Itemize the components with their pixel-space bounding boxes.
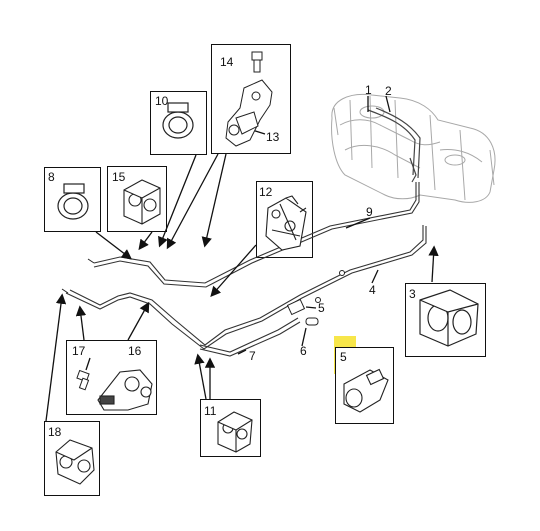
connector-icon — [61, 258, 345, 326]
bracket-icon — [97, 369, 153, 411]
clip-icon — [55, 439, 95, 485]
connector-icon — [343, 368, 389, 413]
bracket-icon — [225, 79, 273, 147]
callout-14: 14 — [220, 55, 234, 69]
callout-16: 16 — [128, 344, 142, 358]
callout-18: 18 — [48, 425, 62, 439]
callout-11: 11 — [204, 404, 217, 418]
callout-15: 15 — [112, 170, 126, 184]
fuel-tank-icon — [331, 93, 496, 203]
hose-clamp-icon — [162, 102, 194, 139]
hose-clamp-icon — [57, 183, 89, 220]
clip-icon — [123, 179, 161, 225]
clip-icon — [265, 195, 307, 251]
part-box-10 — [150, 91, 207, 155]
callout-13: 13 — [266, 130, 280, 144]
callout-2: 2 — [385, 84, 392, 98]
callout-5: 5 — [318, 301, 325, 315]
bolt-icon — [251, 51, 263, 73]
callout-4: 4 — [369, 283, 376, 297]
callout-5-box: 5 — [340, 350, 347, 364]
callout-12: 12 — [259, 185, 273, 199]
callout-1: 1 — [365, 83, 372, 97]
callout-6: 6 — [300, 344, 307, 358]
callout-7: 7 — [249, 349, 256, 363]
callout-8: 8 — [48, 170, 55, 184]
callout-10: 10 — [155, 94, 169, 108]
clip-icon — [217, 411, 253, 453]
bolt-icon — [76, 369, 90, 391]
clip-icon — [419, 289, 479, 347]
callout-9: 9 — [366, 205, 373, 219]
callout-17: 17 — [72, 344, 86, 358]
callout-3: 3 — [409, 287, 416, 301]
